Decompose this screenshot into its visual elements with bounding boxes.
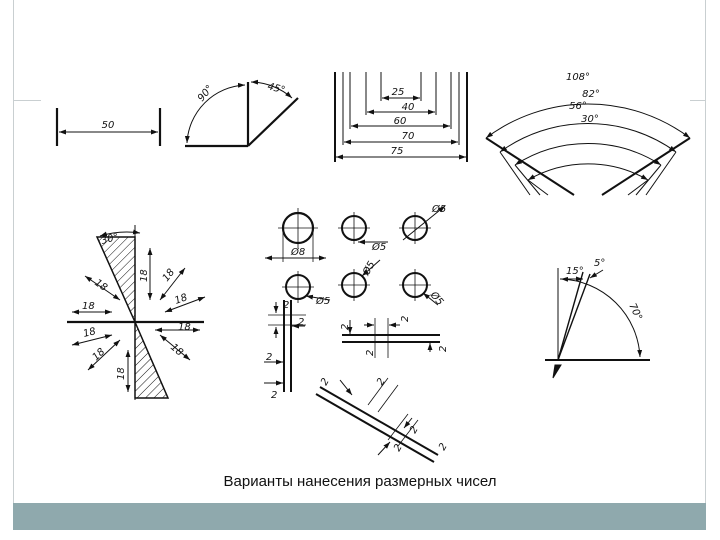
angle-label-5: 5°	[594, 258, 605, 269]
small-label-2: 2	[392, 442, 405, 453]
dim-label-50: 50	[102, 120, 115, 131]
footer-bar	[13, 503, 706, 530]
frame-right-line	[705, 0, 706, 503]
linear-dimension-50: 50	[55, 108, 162, 146]
nested-dimensions: 25 40 60 70 75	[334, 72, 468, 162]
diameter-label-5: Ø5	[427, 288, 446, 307]
sector-label-18: 18	[178, 322, 191, 333]
small-label-2: 2	[365, 350, 376, 356]
sector-label-18: 18	[139, 269, 150, 282]
angle-label-108: 108°	[566, 72, 590, 83]
diameter-label-8: Ø8	[290, 246, 305, 258]
frame-left-tick	[13, 100, 41, 101]
sector-dimension-diagram: 30° 18 18 18 18 18 18 18 18 18 18	[67, 225, 206, 400]
circle-diameters: Ø8 Ø5 Ø5 Ø5 Ø5 Ø5	[265, 203, 446, 308]
dim-label-60: 60	[394, 116, 407, 127]
diameter-label-5: Ø5	[315, 295, 330, 307]
diameter-label-5: Ø5	[431, 203, 446, 215]
angle-label-30: 30°	[581, 114, 599, 125]
sector-label-18: 18	[82, 301, 95, 312]
angle-label-45: 45°	[266, 81, 286, 96]
inclined-bar-dimensions: 2 2 2 2 2	[315, 376, 450, 463]
small-label-2: 2	[298, 317, 304, 328]
angle-label-15: 15°	[566, 266, 584, 277]
angle-label-90: 90°	[196, 83, 216, 104]
small-label-2: 2	[408, 424, 421, 435]
dim-label-70: 70	[402, 131, 415, 142]
small-label-2: 2	[319, 376, 332, 387]
sector-label-30: 30°	[100, 232, 120, 247]
sector-label-18: 18	[91, 346, 108, 363]
frame-left-line	[13, 0, 14, 503]
small-label-2: 2	[375, 376, 388, 387]
small-label-2: 2	[400, 316, 411, 322]
sector-label-18: 18	[116, 367, 127, 380]
small-label-2: 2	[271, 390, 277, 401]
small-label-2: 2	[437, 441, 450, 452]
vertical-bar-dimensions: 2 2 2 2	[264, 300, 306, 401]
dim-label-25: 25	[392, 87, 405, 98]
dim-label-40: 40	[402, 102, 415, 113]
angle-label-56: 56°	[569, 101, 587, 112]
diameter-label-5: Ø5	[371, 241, 386, 253]
angle-dimensions-top: 90° 45°	[184, 79, 299, 148]
small-label-2: 2	[283, 300, 289, 311]
dim-label-75: 75	[391, 146, 404, 157]
angle-dimensions-right: 15° 5° 70°	[545, 258, 650, 379]
arc-angle-dimensions: 108° 82° 56° 30°	[485, 72, 691, 196]
figure-caption: Варианты нанесения размерных чисел	[223, 473, 497, 490]
small-label-2: 2	[266, 352, 272, 363]
angle-label-82: 82°	[582, 89, 600, 100]
small-label-2: 2	[340, 324, 351, 330]
sector-label-18: 18	[82, 326, 97, 340]
sector-label-18: 18	[173, 292, 189, 307]
horizontal-bar-dimensions: 2 2 2 2	[340, 316, 449, 358]
frame-right-tick	[690, 100, 706, 101]
small-label-2: 2	[438, 346, 449, 352]
